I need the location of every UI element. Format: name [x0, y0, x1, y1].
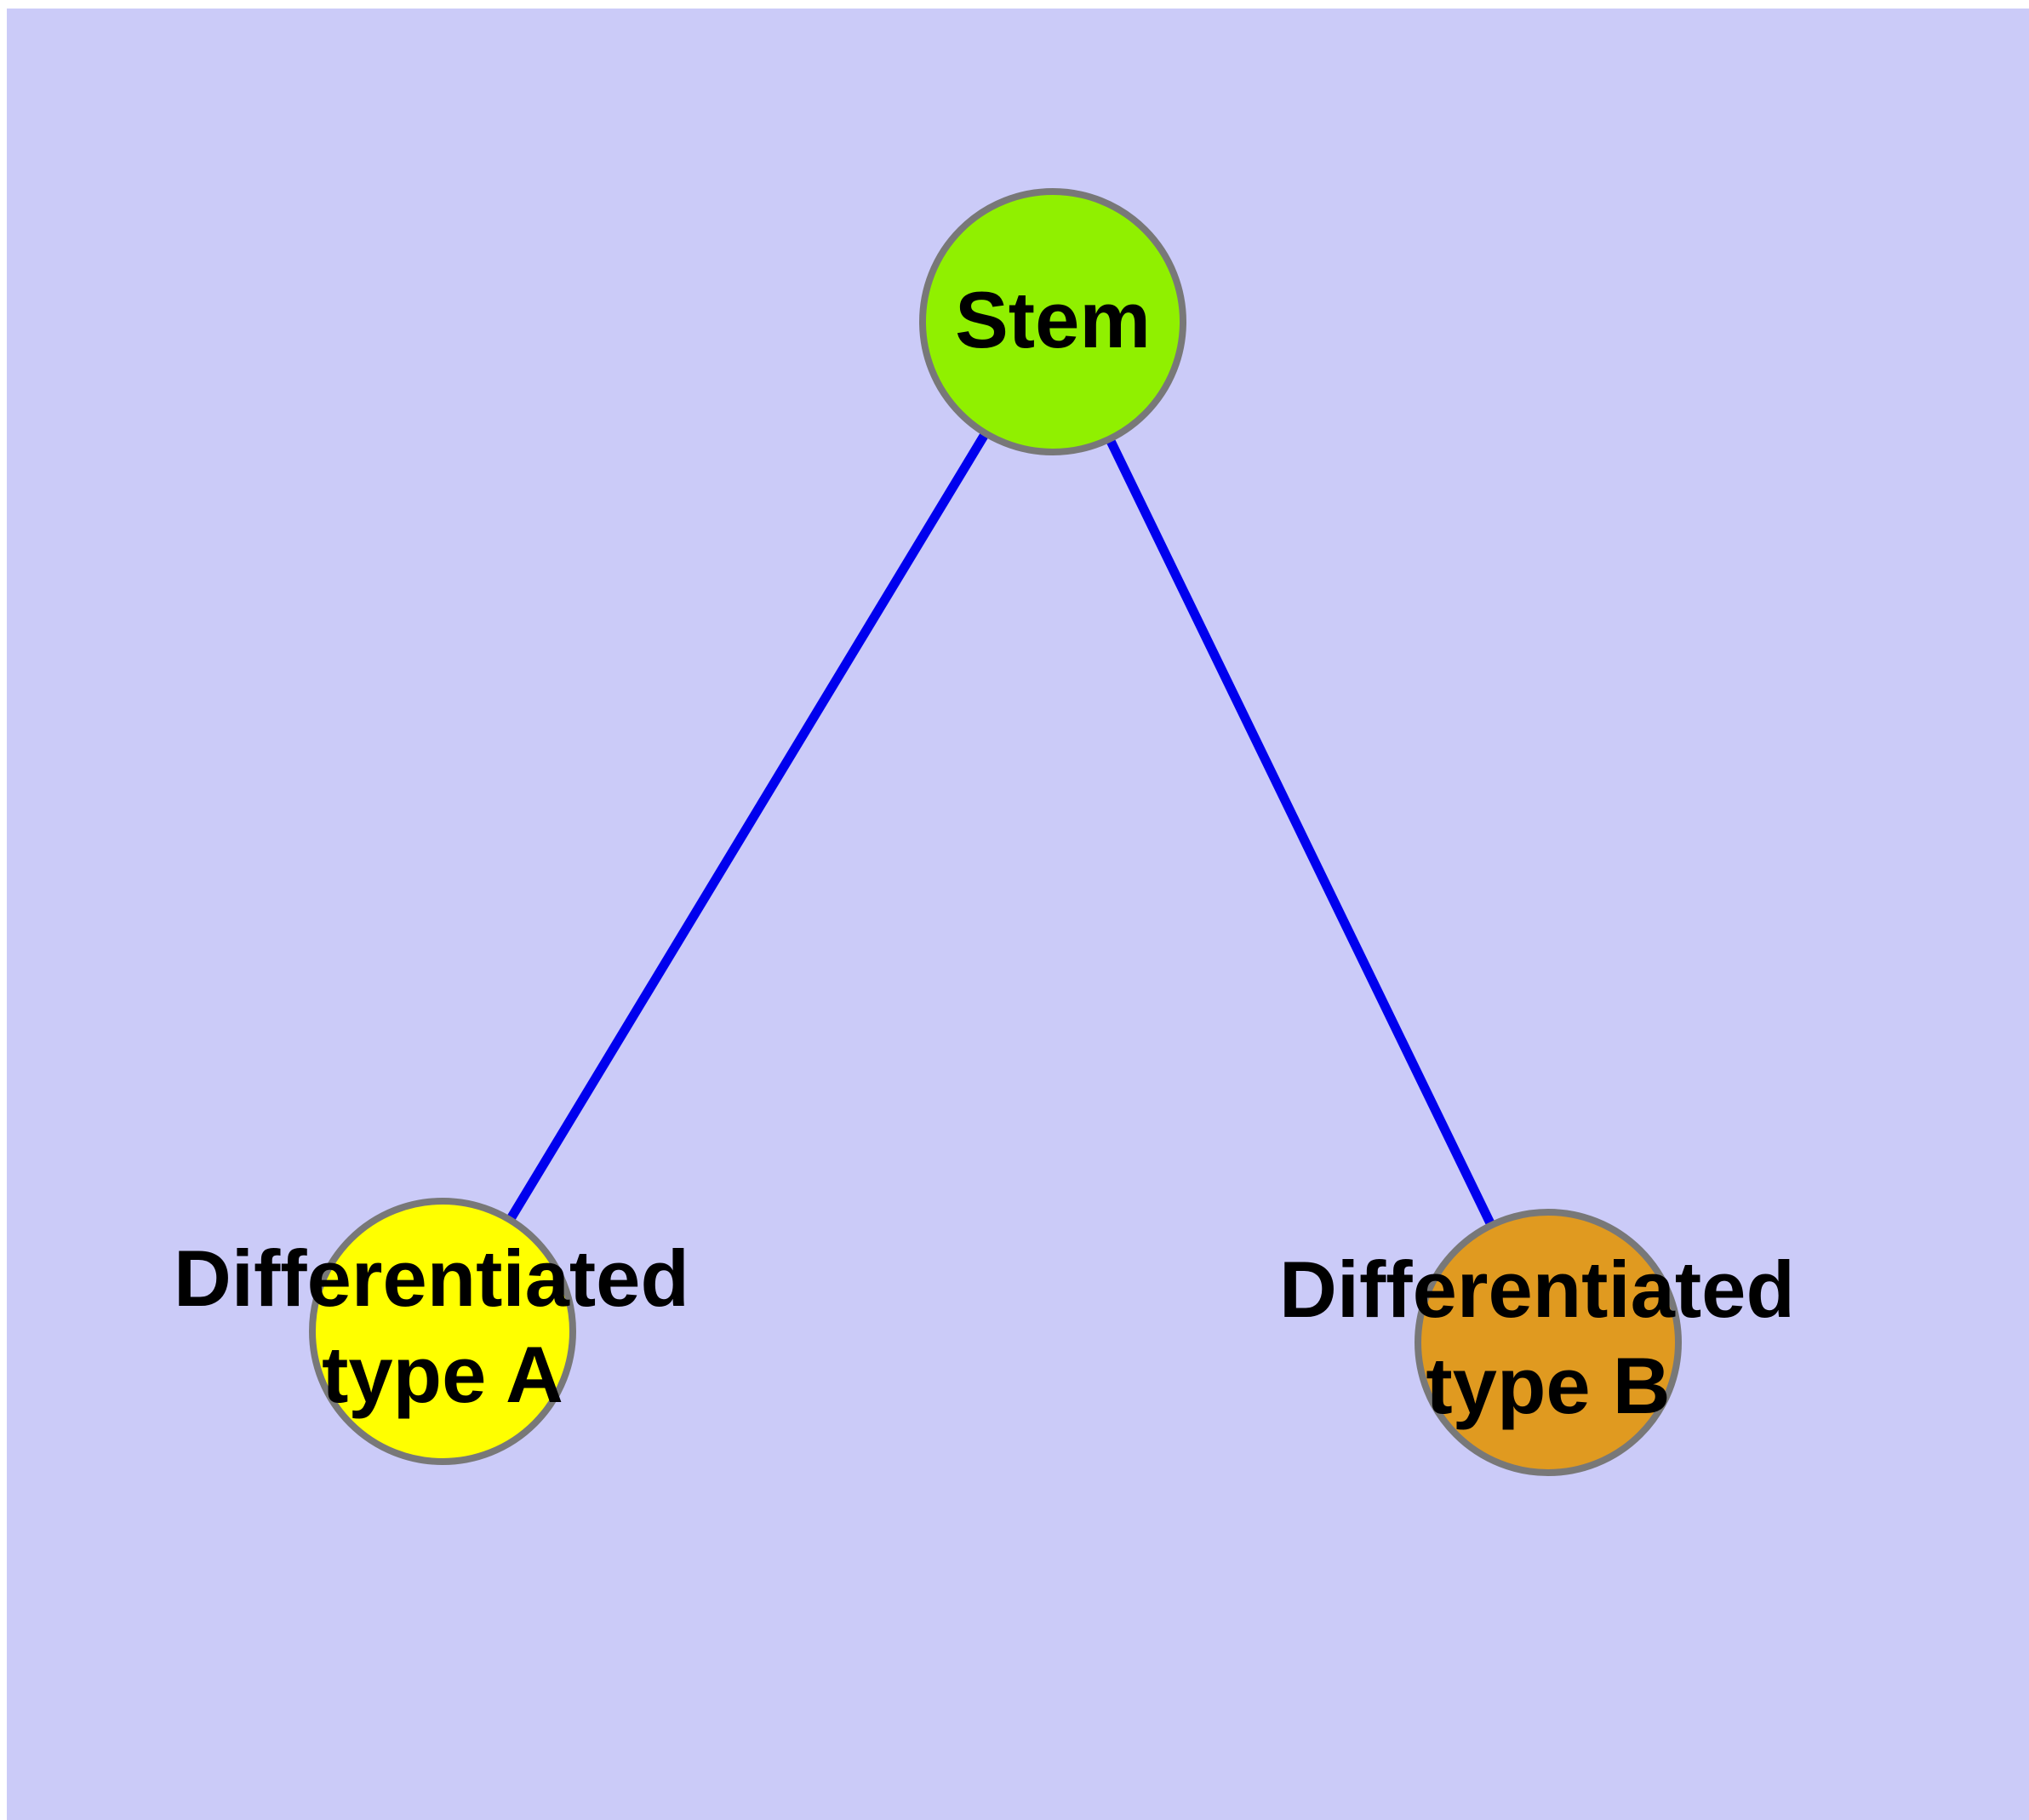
node-type-b-label-line1: Differentiated: [1279, 1245, 1795, 1334]
node-stem-label: Stem: [955, 275, 1151, 364]
node-type-a-label-line2: type A: [322, 1330, 563, 1419]
node-type-a-label-line1: Differentiated: [174, 1233, 689, 1323]
edge-stem-to-type-a: [438, 319, 1057, 1334]
node-stem: [919, 188, 1186, 455]
node-type-b-label: Differentiated type B: [1279, 1245, 1817, 1430]
node-differentiated-type-b: [1415, 1209, 1682, 1476]
node-type-b-label-line2: type B: [1426, 1341, 1670, 1430]
edge-stem-to-type-b: [1049, 319, 1552, 1345]
node-differentiated-type-a: [309, 1198, 576, 1465]
node-type-a-label: Differentiated type A: [174, 1233, 712, 1419]
